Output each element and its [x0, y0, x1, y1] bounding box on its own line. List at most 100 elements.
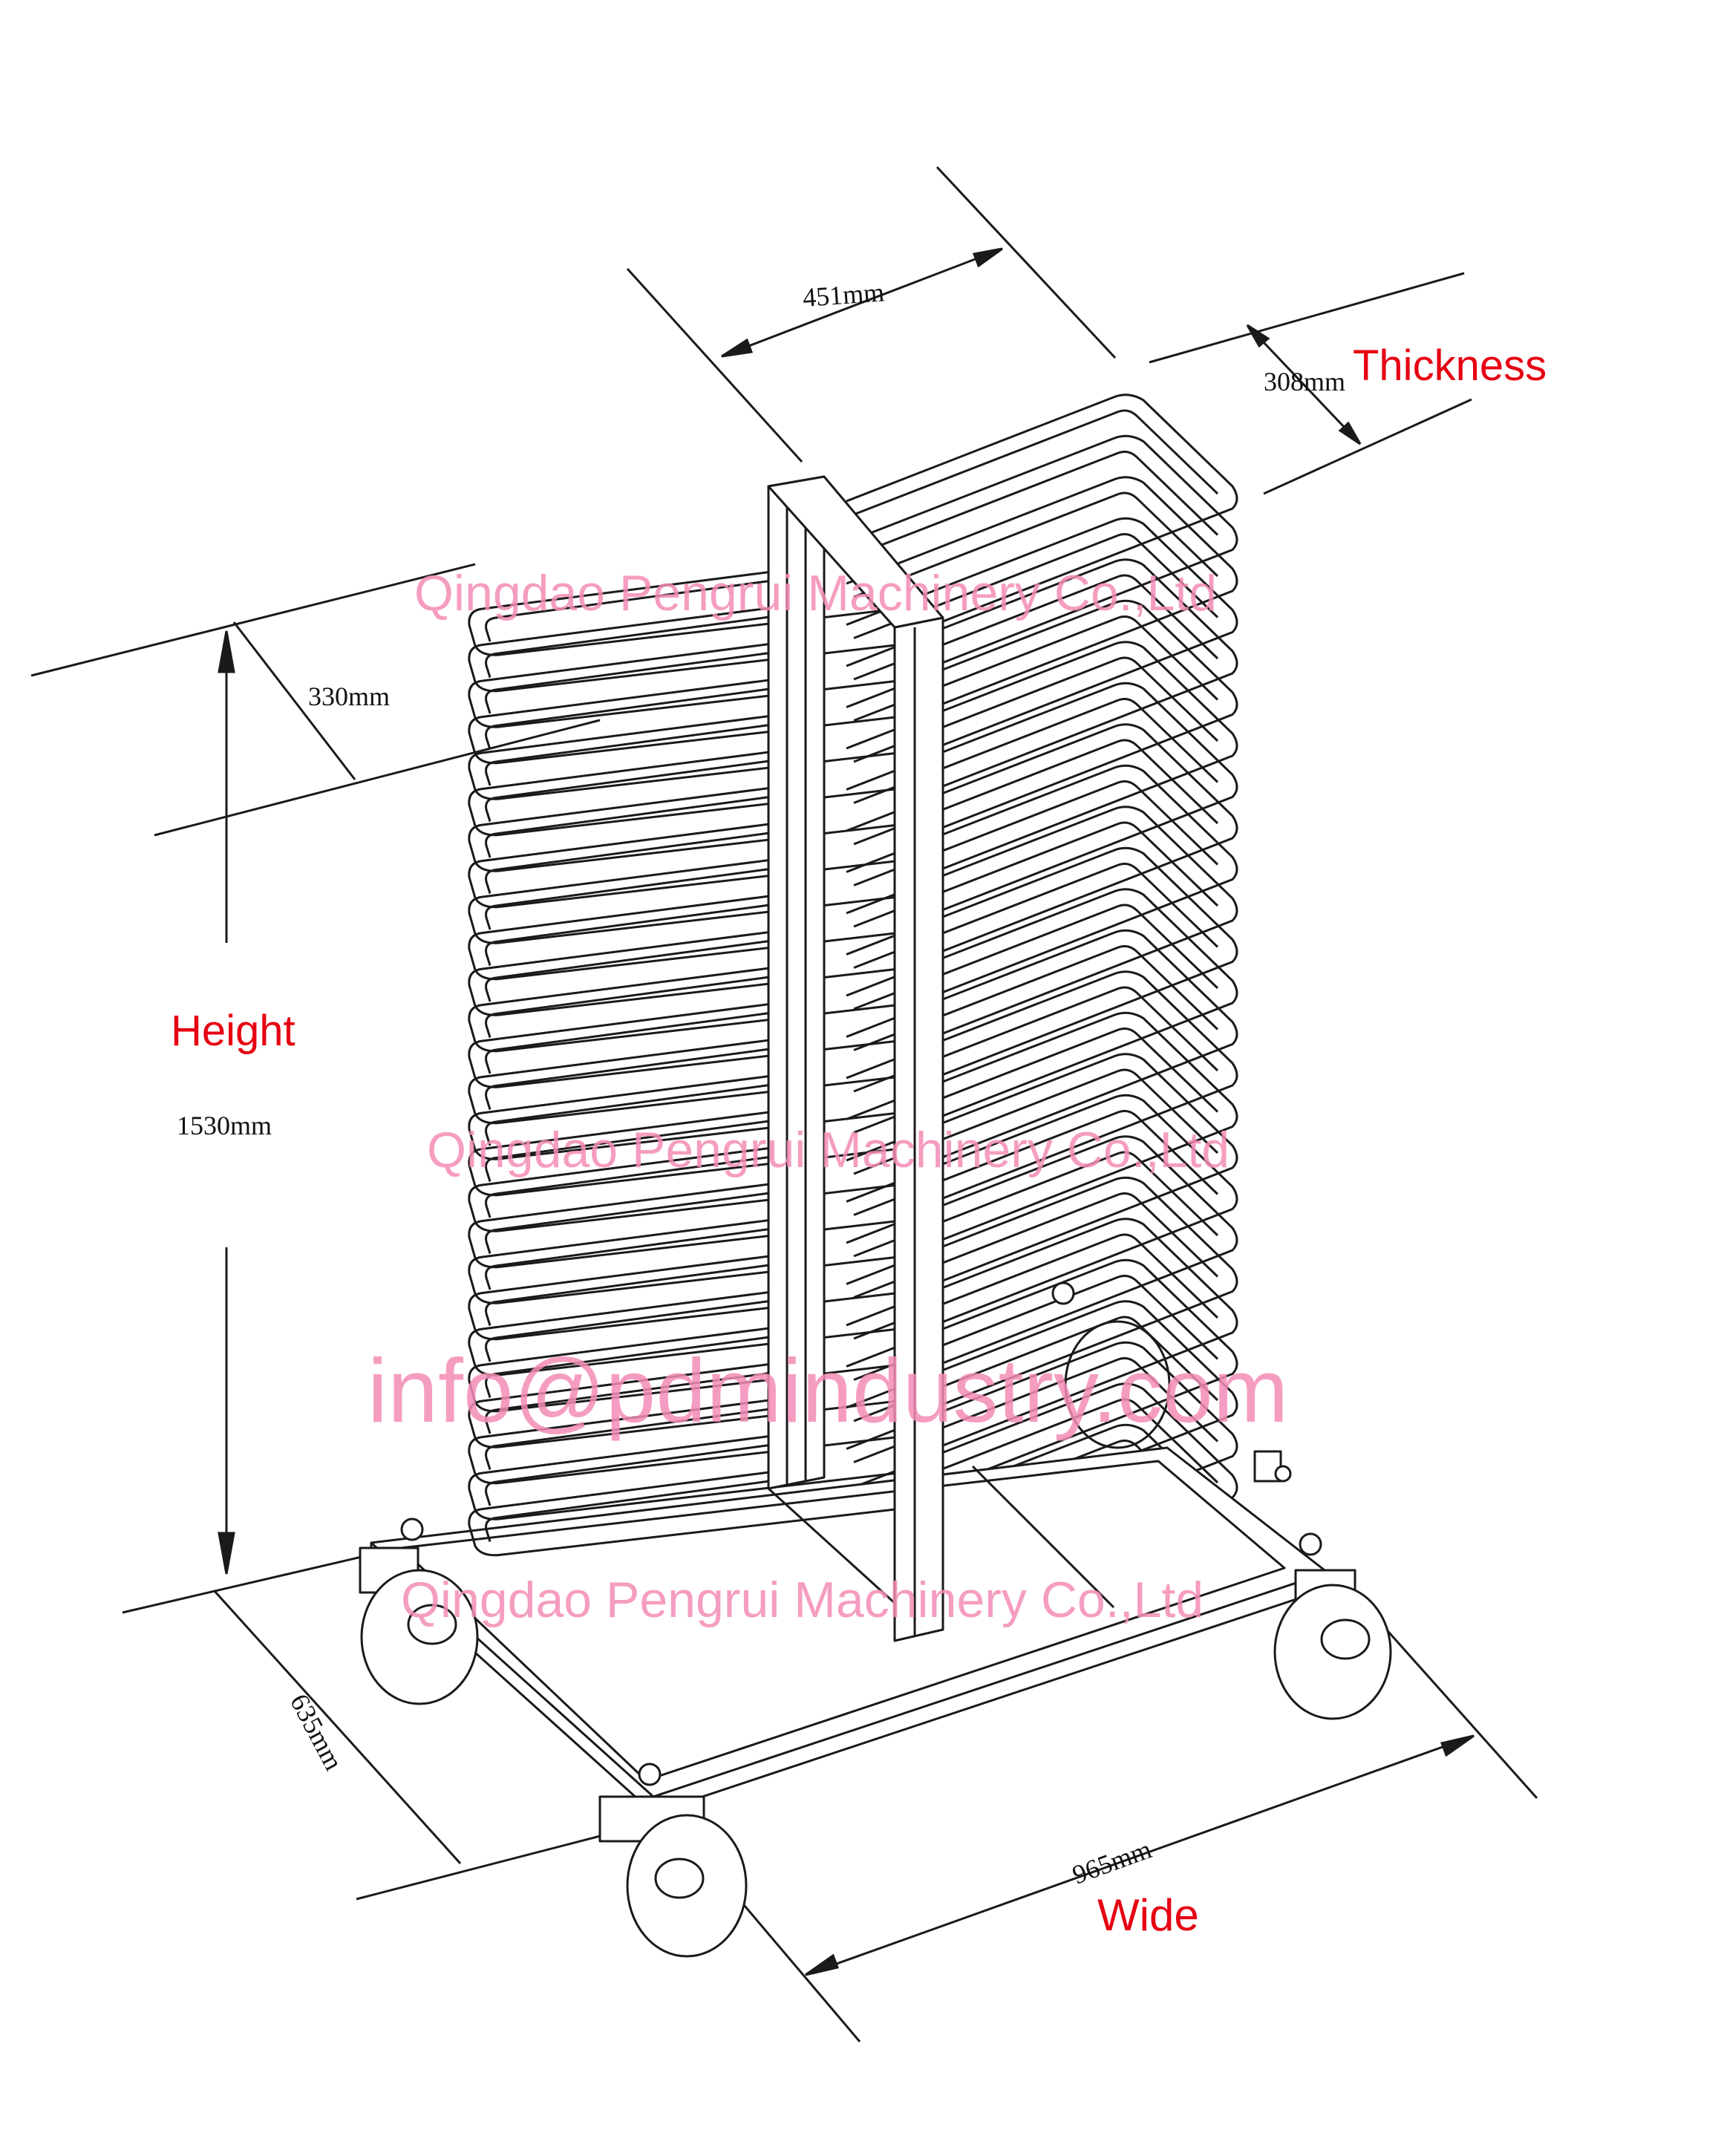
wide-dimension-text: 965mm — [1068, 1834, 1155, 1889]
rear-tray-wire — [846, 434, 1238, 664]
front-tray-wire-inner — [485, 1336, 773, 1398]
rear-tray-wire-inner — [853, 533, 1219, 639]
width-dimension-text: 451mm — [802, 277, 886, 313]
caster-bottom — [598, 1763, 748, 1958]
front-trays — [468, 570, 899, 1557]
rear-tray-wire — [846, 806, 1238, 1035]
caster-hidden-center — [1051, 1281, 1171, 1449]
rear-tray-wire-inner — [853, 409, 1219, 516]
rear-tray-wire-inner — [853, 615, 1219, 722]
front-tray-wire-inner — [485, 651, 773, 714]
height-label: Height — [171, 1007, 296, 1055]
rear-tray-wire-inner — [853, 863, 1219, 969]
front-tray-wire-inner — [485, 760, 773, 822]
rear-post — [767, 475, 826, 1490]
rear-tray-wire — [846, 846, 1238, 1076]
rear-tray-wire-inner — [853, 739, 1219, 846]
rear-tray-wire-inner — [853, 945, 1219, 1051]
rear-tray-wire-inner — [853, 451, 1219, 557]
rear-tray-wire-inner — [853, 1110, 1219, 1216]
front-tray-wire-inner — [485, 579, 773, 642]
rear-tray-wire — [846, 393, 1238, 623]
rear-tray-wire — [846, 641, 1238, 870]
front-tray-wire-inner — [485, 1192, 773, 1254]
front-tray-wire-inner — [485, 1480, 773, 1542]
front-tray-wire-inner — [485, 1408, 773, 1470]
front-tray-wire-inner — [485, 867, 773, 930]
rear-tray-wire — [846, 682, 1238, 911]
caster-front-left — [359, 1518, 479, 1705]
rear-tray-wire-inner — [853, 1068, 1219, 1175]
rack-body — [359, 393, 1392, 1958]
front-tray-wire-inner — [485, 904, 773, 966]
front-tray-wire-inner — [485, 1048, 773, 1110]
front-tray-wire-inner — [485, 687, 773, 750]
watermark-email: info@pdmindustry.com — [368, 1340, 1288, 1441]
watermark-company-top: Qingdao Pengrui Machinery Co.,Ltd — [414, 565, 1217, 621]
rear-tray-wire — [846, 1382, 1238, 1612]
rear-tray-wire-inner — [853, 1398, 1219, 1505]
rear-tray-wire-inner — [853, 780, 1219, 886]
rear-tray-wire — [846, 1094, 1238, 1323]
rear-tray-wire — [846, 929, 1238, 1158]
height-dimension-text: 1530mm — [177, 1111, 272, 1140]
rear-tray-wire — [846, 1011, 1238, 1241]
front-tray-wire-inner — [485, 1299, 773, 1362]
rear-tray-wire-inner — [853, 491, 1219, 598]
rear-tray-wire — [846, 764, 1238, 993]
front-tray-wire — [468, 1471, 899, 1557]
rear-tray-wire-inner — [853, 1151, 1219, 1258]
rear-tray-wire — [846, 1258, 1238, 1488]
rear-tray-wire — [846, 723, 1238, 953]
rear-tray-wire-inner — [853, 986, 1219, 1093]
rear-tray-wire-inner — [853, 1275, 1219, 1381]
front-tray-wire-inner — [485, 832, 773, 894]
rear-tray-wire-inner — [853, 698, 1219, 804]
watermark-company-bottom: Qingdao Pengrui Machinery Co.,Ltd — [401, 1572, 1204, 1628]
front-tray-wire-inner — [485, 1083, 773, 1146]
front-tray-wire-inner — [485, 1227, 773, 1290]
rear-tray-wire-inner — [853, 821, 1219, 928]
front-tray-wire-inner — [485, 939, 773, 1002]
rear-tray-wire — [846, 476, 1238, 705]
front-tray-wire-inner — [485, 1011, 773, 1074]
rear-tray-wire — [846, 1135, 1238, 1365]
front-tray-wire-inner — [485, 1120, 773, 1182]
watermark-company-middle: Qingdao Pengrui Machinery Co.,Ltd — [427, 1122, 1230, 1178]
rear-tray-wire-inner — [853, 1316, 1219, 1422]
rear-tray-wire — [846, 1053, 1238, 1282]
front-tray-wire-inner — [485, 795, 773, 858]
caster-front-right — [1273, 1532, 1392, 1720]
thickness-dimension-text: 308mm — [1264, 367, 1345, 396]
rear-tray-wire — [846, 1300, 1238, 1529]
front-tray-wire-inner — [485, 1371, 773, 1434]
rear-tray-wire-inner — [853, 1233, 1219, 1340]
front-tray-wire-inner — [485, 1155, 773, 1218]
rear-tray-wire — [846, 1341, 1238, 1570]
rear-tray-wire — [846, 970, 1238, 1200]
rear-tray-wire — [846, 558, 1238, 788]
front-tray-wire-inner — [485, 615, 773, 678]
front-tray-wire-inner — [485, 976, 773, 1038]
thickness-label: Thickness — [1353, 342, 1547, 390]
rear-tray-wire-inner — [853, 904, 1219, 1010]
caster-rear-right — [1253, 1450, 1292, 1483]
rear-tray-wire — [846, 1218, 1238, 1447]
rear-tray-wire — [846, 1176, 1238, 1405]
rear-tray-wire-inner — [853, 1357, 1219, 1463]
rear-tray-wire — [846, 599, 1238, 829]
rear-tray-wire-inner — [853, 656, 1219, 763]
rear-tray-wire-inner — [853, 1028, 1219, 1134]
rear-tray-wire-inner — [853, 574, 1219, 681]
depth-dimension-text: 635mm — [284, 1689, 349, 1775]
front-tray-wire-inner — [485, 1264, 773, 1326]
wide-label: Wide — [1097, 1890, 1199, 1940]
rear-tray-wire-inner — [853, 1440, 1219, 1546]
rear-tray-wire-inner — [853, 1192, 1219, 1298]
rear-tray-wire — [846, 888, 1238, 1117]
spacing-dimension-text: 330mm — [308, 682, 390, 711]
front-tray-wire-inner — [485, 1443, 773, 1506]
front-tray-wire-inner — [485, 723, 773, 786]
rear-tray-wire — [846, 517, 1238, 746]
